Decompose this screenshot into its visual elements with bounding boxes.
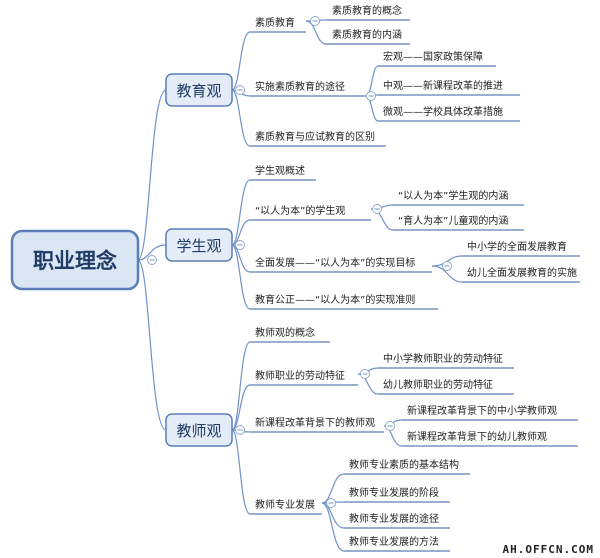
topic-newcurr-preschool-teacher[interactable]: 新课程改革背景下的幼儿教师观 bbox=[407, 430, 547, 443]
root-node[interactable]: 职业理念 bbox=[10, 229, 140, 291]
topic-school-allround[interactable]: 中小学的全面发展教育 bbox=[467, 240, 567, 253]
connector-quality-connotation bbox=[305, 20, 327, 45]
topic-newcurr-school-teacher[interactable]: 新课程改革背景下的中小学教师观 bbox=[407, 404, 557, 417]
branch-node-box bbox=[165, 228, 233, 262]
connector-root-educational-view bbox=[137, 89, 167, 261]
collapse-icon[interactable] bbox=[385, 421, 395, 431]
connector-root-teacher-view bbox=[137, 259, 167, 431]
topic-humanist-connotation[interactable]: “以人为本”学生观的内涵 bbox=[398, 189, 508, 202]
collapse-icon[interactable] bbox=[235, 240, 245, 250]
topic-newcurr-teacher-view[interactable]: 新课程改革背景下的教师观 bbox=[255, 416, 375, 429]
branch-node-student-view[interactable]: 学生观 bbox=[165, 228, 233, 262]
root-node-label: 职业理念 bbox=[33, 249, 117, 273]
connector-lines bbox=[137, 19, 463, 552]
branch-node-box bbox=[165, 413, 233, 447]
connector-root-student-view bbox=[137, 244, 167, 261]
collapse-icon[interactable] bbox=[366, 91, 376, 101]
connector-stu-overview bbox=[231, 179, 251, 246]
collapse-icon[interactable] bbox=[147, 255, 157, 265]
topic-quality-education[interactable]: 素质教育 bbox=[255, 16, 295, 29]
branch-node-label: 学生观 bbox=[176, 237, 221, 255]
connector-allround-b bbox=[431, 265, 463, 283]
topic-student-overview[interactable]: 学生观概述 bbox=[255, 164, 305, 177]
topic-quality-concept[interactable]: 素质教育的概念 bbox=[332, 4, 402, 17]
topic-dev-structure[interactable]: 教师专业素质的基本结构 bbox=[349, 458, 459, 471]
collapse-icon[interactable] bbox=[235, 425, 245, 435]
collapse-toggles bbox=[147, 16, 452, 508]
topic-allround-goal[interactable]: 全面发展——“以人为本”的实现目标 bbox=[255, 256, 415, 269]
topic-preschool-teacher-labor[interactable]: 幼儿教师职业的劳动特征 bbox=[383, 378, 493, 391]
topic-child-view-connotation[interactable]: “育人为本”儿童观的内涵 bbox=[398, 214, 508, 227]
topic-micro-level[interactable]: 微观——学校具体改革措施 bbox=[383, 105, 503, 118]
topic-implementation-ways[interactable]: 实施素质教育的途径 bbox=[255, 80, 345, 93]
branch-node-box bbox=[165, 73, 233, 107]
topic-dev-stages[interactable]: 教师专业发展的阶段 bbox=[349, 486, 439, 499]
topic-teacher-labor[interactable]: 教师职业的劳动特征 bbox=[255, 369, 345, 382]
topic-preschool-allround[interactable]: 幼儿全面发展教育的实施 bbox=[467, 266, 577, 279]
topic-underlines bbox=[250, 19, 580, 552]
topic-meso-level[interactable]: 中观——新课程改革的推进 bbox=[383, 79, 503, 92]
topic-dev-ways[interactable]: 教师专业发展的途径 bbox=[349, 512, 439, 525]
topic-school-teacher-labor[interactable]: 中小学教师职业的劳动特征 bbox=[383, 352, 503, 365]
watermark-text: AH.OFFCN.COM bbox=[503, 543, 594, 556]
branch-node-label: 教师观 bbox=[176, 422, 221, 440]
topic-teacher-concept[interactable]: 教师观的概念 bbox=[255, 326, 315, 339]
topic-labels: 素质教育 素质教育的概念 素质教育的内涵 实施素质教育的途径 宏观——国家政策保… bbox=[255, 4, 577, 548]
connector-tea-concept bbox=[231, 341, 251, 431]
topic-education-equity[interactable]: 教育公正——“以人为本”的实现准则 bbox=[255, 293, 415, 306]
connector-dev-a bbox=[321, 473, 345, 504]
connector-edu-diff bbox=[231, 89, 251, 147]
branch-node-educational-view[interactable]: 教育观 bbox=[165, 73, 233, 107]
collapse-icon[interactable] bbox=[235, 85, 245, 95]
branch-node-label: 教育观 bbox=[176, 82, 221, 100]
branch-node-teacher-view[interactable]: 教师观 bbox=[165, 413, 233, 447]
connector-tea-dev bbox=[231, 429, 251, 515]
topic-dev-methods[interactable]: 教师专业发展的方法 bbox=[349, 535, 439, 548]
topic-professional-development[interactable]: 教师专业发展 bbox=[255, 498, 315, 511]
topic-macro-level[interactable]: 宏观——国家政策保障 bbox=[383, 50, 483, 63]
connector-stu-equity bbox=[231, 244, 251, 310]
connector-stu-humanist bbox=[231, 219, 251, 246]
connector-tea-labor bbox=[231, 384, 251, 431]
collapse-icon[interactable] bbox=[360, 369, 370, 379]
topic-quality-vs-exam[interactable]: 素质教育与应试教育的区别 bbox=[255, 130, 375, 143]
collapse-icon[interactable] bbox=[372, 204, 382, 214]
collapse-icon[interactable] bbox=[442, 261, 452, 271]
connector-dev-d bbox=[321, 502, 345, 552]
collapse-icon[interactable] bbox=[326, 498, 336, 508]
root-node-box bbox=[10, 229, 140, 291]
topic-quality-connotation[interactable]: 素质教育的内涵 bbox=[332, 28, 402, 41]
collapse-icon[interactable] bbox=[310, 16, 320, 26]
topic-humanist-student-view[interactable]: “以人为本”的学生观 bbox=[255, 204, 345, 217]
connector-edu-quality bbox=[231, 31, 251, 91]
